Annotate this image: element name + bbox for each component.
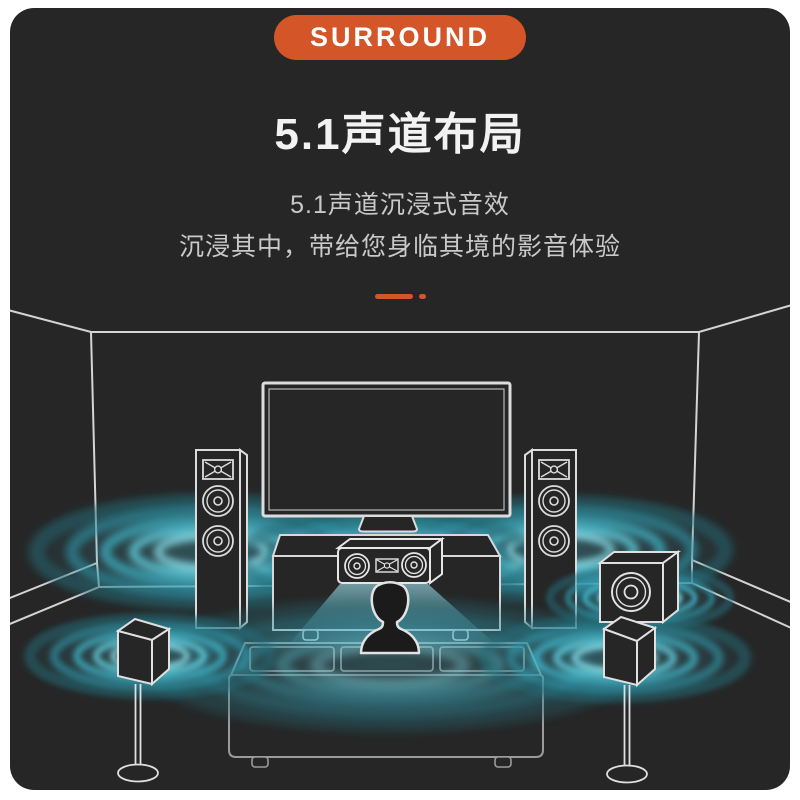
- tv-stand: [357, 515, 419, 533]
- right-floor-speaker: [524, 448, 577, 631]
- tv: [261, 381, 512, 533]
- room-illustration: [10, 304, 790, 784]
- speaker-stand-right: [606, 685, 648, 784]
- listener: [359, 581, 421, 655]
- section-divider: [10, 291, 790, 301]
- left-floor-speaker: [195, 448, 248, 631]
- page-title: 5.1声道布局: [274, 110, 526, 159]
- badge-label: SURROUND: [309, 22, 491, 52]
- right-surround-speaker: [601, 615, 658, 784]
- center-speaker: [335, 537, 445, 585]
- divider-line: [374, 293, 413, 299]
- subtitle-line-2: 沉浸其中，带给您身临其境的影音体验: [178, 233, 621, 261]
- left-surround-speaker: [115, 617, 172, 783]
- surround-badge: SURROUND: [273, 15, 527, 60]
- divider-dot: [418, 293, 426, 299]
- subtitle-line-1: 5.1声道沉浸式音效: [290, 191, 510, 219]
- subwoofer: [597, 550, 682, 625]
- subtitle-block: 5.1声道沉浸式音效 沉浸其中，带给您身临其境的影音体验: [10, 184, 790, 268]
- speaker-stand-left: [117, 684, 159, 783]
- content-card: SURROUND 5.1声道布局 5.1声道沉浸式音效 沉浸其中，带给您身临其境…: [10, 8, 790, 790]
